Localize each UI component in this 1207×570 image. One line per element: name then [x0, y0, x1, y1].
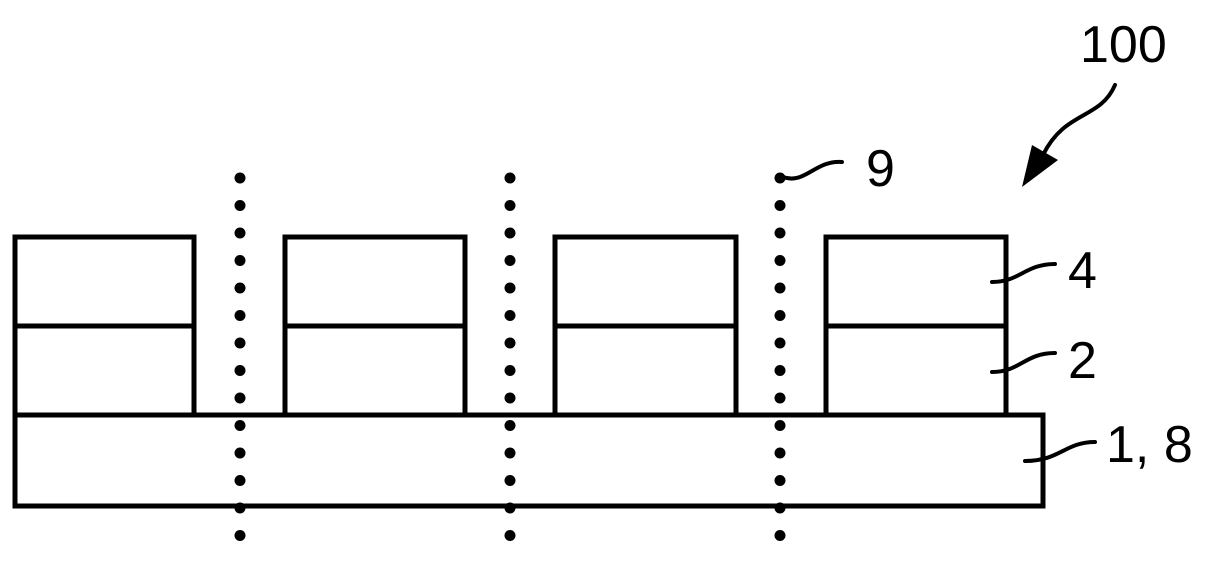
separation-dot [235, 530, 246, 541]
separation-dot [775, 420, 786, 431]
separation-dot [235, 365, 246, 376]
separation-dot [505, 283, 516, 294]
stack-4 [826, 237, 1006, 415]
stack-3 [555, 237, 736, 415]
leader-line-4 [992, 264, 1055, 282]
middle-layer [15, 326, 194, 415]
separation-dot [505, 420, 516, 431]
separation-dot [235, 448, 246, 459]
middle-layer [826, 326, 1006, 415]
separation-line-2 [505, 173, 516, 542]
separation-dot [235, 228, 246, 239]
label-substrate: 1, 8 [1106, 416, 1193, 474]
separation-dot [775, 393, 786, 404]
separation-dot [235, 310, 246, 321]
separation-dot [505, 228, 516, 239]
separation-dot [235, 200, 246, 211]
device-arrow-head [1022, 145, 1058, 187]
separation-dot [775, 475, 786, 486]
separation-dot [235, 255, 246, 266]
separation-dot [505, 393, 516, 404]
separation-dot [505, 310, 516, 321]
separation-dot [235, 475, 246, 486]
top-layer [555, 237, 736, 326]
top-layer [285, 237, 465, 326]
separation-line-3 [775, 173, 786, 542]
label-device: 100 [1080, 16, 1167, 74]
separation-line-1 [235, 173, 246, 542]
separation-dot [235, 420, 246, 431]
separation-dot [505, 503, 516, 514]
top-layer [826, 237, 1006, 326]
separation-dot [505, 173, 516, 184]
separation-dot [505, 338, 516, 349]
substrate [15, 415, 1043, 506]
separation-dot [235, 393, 246, 404]
separation-dot [775, 228, 786, 239]
stack-2 [285, 237, 465, 415]
leader-line-1-8 [1025, 442, 1095, 461]
separation-dot [505, 365, 516, 376]
separation-dot [505, 448, 516, 459]
separation-dot [505, 475, 516, 486]
separation-dot [775, 283, 786, 294]
separation-dot [775, 448, 786, 459]
label-middle-layer: 2 [1068, 332, 1097, 390]
separation-dot [775, 310, 786, 321]
label-separation-lines: 9 [866, 140, 895, 198]
separation-dot [775, 255, 786, 266]
separation-dot [505, 200, 516, 211]
leader-line-9 [783, 162, 842, 179]
separation-lines [235, 173, 786, 542]
middle-layer [555, 326, 736, 415]
top-layer [15, 237, 194, 326]
separation-dot [775, 503, 786, 514]
device-arrow-shaft [1043, 85, 1115, 155]
stack-1 [15, 237, 194, 415]
separation-dot [235, 338, 246, 349]
separation-dot [775, 338, 786, 349]
label-top-layer: 4 [1068, 242, 1097, 300]
middle-layer [285, 326, 465, 415]
separation-dot [235, 173, 246, 184]
separation-dot [775, 200, 786, 211]
separation-dot [505, 530, 516, 541]
separation-dot [775, 365, 786, 376]
separation-dot [235, 283, 246, 294]
separation-dot [235, 503, 246, 514]
separation-dot [775, 530, 786, 541]
leader-line-2 [992, 353, 1055, 372]
separation-dot [505, 255, 516, 266]
